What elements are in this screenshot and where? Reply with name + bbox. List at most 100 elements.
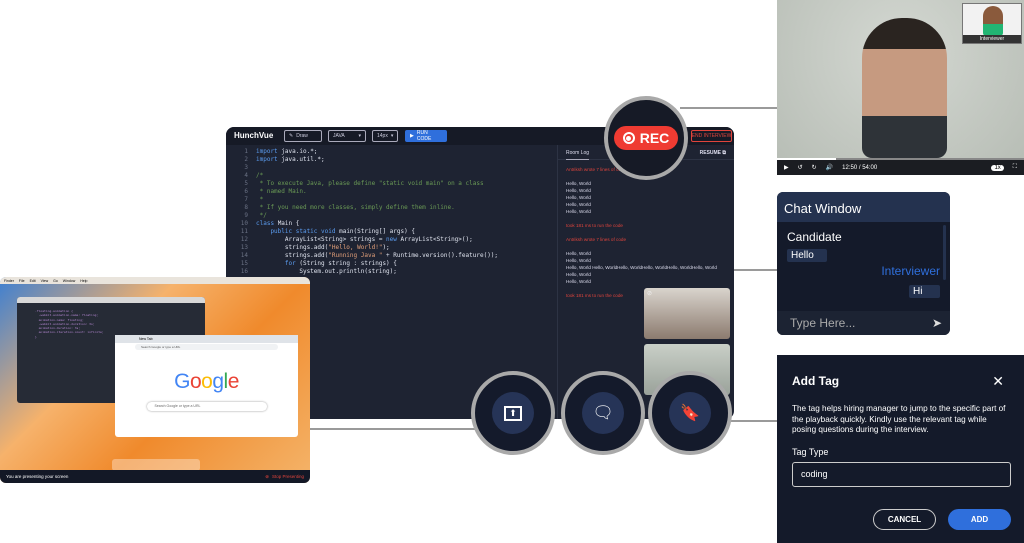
line-number: 16 <box>240 268 248 275</box>
video-player: Interviewer ▶↺↻🔊 12:50 / 54:00 1x ⛶ <box>777 0 1024 175</box>
browser-address-bar[interactable]: Search Google or type a URL <box>135 344 278 350</box>
pencil-icon: ✎ <box>289 133 294 139</box>
line-number: 9 <box>244 212 248 219</box>
mac-menu-item[interactable]: File <box>18 278 25 283</box>
rec-indicator[interactable]: REC <box>614 126 678 150</box>
fullscreen-icon[interactable]: ⛶ <box>1012 164 1017 170</box>
line-number: 10 <box>240 220 248 227</box>
interviewer-message: Hi <box>909 285 940 298</box>
log-entry: Hello, World <box>566 195 591 200</box>
log-entries: Antriksh wrote 7 lines of code Hello, Wo… <box>558 160 734 305</box>
video-controls: ▶↺↻🔊 12:50 / 54:00 1x ⛶ <box>777 160 1024 175</box>
add-tag-button[interactable]: 🔖 <box>669 392 711 434</box>
line-number: 5 <box>244 180 248 187</box>
mic-off-icon: ⊘ <box>647 291 653 297</box>
log-entry <box>566 215 726 222</box>
resume-button[interactable]: RESUME ⧉ <box>699 150 726 156</box>
log-entry: Hello, World <box>566 209 591 214</box>
mac-menu-item[interactable]: Finder <box>4 278 14 283</box>
end-interview-button[interactable]: END INTERVIEW <box>691 130 732 142</box>
language-select[interactable]: JAVA▾ <box>328 130 366 142</box>
line-number: 11 <box>240 228 248 235</box>
playback-speed-button[interactable]: 1x <box>991 164 1004 171</box>
log-entry: Hello, World <box>566 181 591 186</box>
dialog-title: Add Tag <box>792 374 840 388</box>
share-screen-button[interactable]: ⬆ <box>492 392 534 434</box>
line-number: 8 <box>244 204 248 211</box>
code-line: 4/* <box>232 172 498 180</box>
line-number: 1 <box>244 148 248 155</box>
browser-tab[interactable]: New Tab <box>115 335 298 343</box>
mac-menu-item[interactable]: Edit <box>29 278 36 283</box>
forward-icon[interactable]: ↻ <box>811 165 817 171</box>
play-icon[interactable]: ▶ <box>784 165 789 171</box>
log-entry: Hello, World <box>566 279 591 284</box>
share-screen-circle: ⬆ <box>471 371 555 455</box>
interviewer-label: Interviewer <box>881 264 940 278</box>
google-search-box[interactable]: Search Google or type a URL <box>147 402 267 411</box>
tab-room-log[interactable]: Room Log <box>566 150 590 160</box>
mac-dock <box>112 459 200 471</box>
mac-menu-item[interactable]: View <box>40 278 49 283</box>
log-entry: Hello, World <box>566 258 591 263</box>
mac-menu-item[interactable]: Window <box>62 278 76 283</box>
play-icon: ▶ <box>410 133 414 139</box>
line-number: 7 <box>244 196 248 203</box>
volume-icon[interactable]: 🔊 <box>825 165 834 171</box>
code-line: 14 strings.add("Running Java " + Runtime… <box>232 252 498 260</box>
cancel-button[interactable]: CANCEL <box>873 509 936 530</box>
video-thumbnail-candidate: ⊘ <box>644 288 730 339</box>
line-number: 13 <box>240 244 248 251</box>
connector-tag <box>730 420 777 422</box>
line-number: 2 <box>244 156 248 163</box>
code-line: 11 public static void main(String[] args… <box>232 228 498 236</box>
presenting-bar: You are presenting your screen ⊗Stop Pre… <box>0 470 310 483</box>
mac-menu-item[interactable]: Go <box>53 278 58 283</box>
logo: HunchVue <box>234 131 274 140</box>
code-line: 12 ArrayList<String> strings = new Array… <box>232 236 498 244</box>
video-progress-bar[interactable] <box>777 158 1024 160</box>
font-size-select[interactable]: 14px▾ <box>372 130 398 142</box>
draw-button[interactable]: ✎Draw <box>284 130 322 142</box>
chat-circle: 🗨 <box>561 371 645 455</box>
code-line: 6 * named Main. <box>232 188 498 196</box>
caret-down-icon: ▾ <box>358 133 361 139</box>
log-entry: Hello, World <box>566 272 591 277</box>
line-number: 3 <box>244 164 248 171</box>
line-number: 12 <box>240 236 248 243</box>
log-entry: took 181 ms to run the code <box>566 223 623 228</box>
google-logo: Google <box>174 370 239 393</box>
dialog-description: The tag helps hiring manager to jump to … <box>792 404 1006 434</box>
mac-menu-item[interactable]: Help <box>80 278 88 283</box>
stop-presenting-button[interactable]: ⊗Stop Presenting <box>265 473 304 480</box>
add-button[interactable]: ADD <box>948 509 1011 530</box>
chat-scrollbar[interactable] <box>943 225 946 280</box>
log-entry: Antriksh wrote 7 lines of code <box>566 237 627 242</box>
log-entry <box>566 229 726 236</box>
send-icon[interactable]: ➤ <box>931 316 942 330</box>
run-code-button[interactable]: ▶RUN CODE <box>405 130 447 142</box>
rec-magnifier: REC <box>604 96 688 180</box>
external-link-icon: ⧉ <box>722 150 726 156</box>
code-line: 15 for (String string : strings) { <box>232 260 498 268</box>
code-line: 16 System.out.println(string); <box>232 268 498 276</box>
line-number: 6 <box>244 188 248 195</box>
log-entry: Hello, World Hello, WorldHello, WorldHel… <box>566 265 717 270</box>
candidate-label: Candidate <box>787 230 842 244</box>
log-entry <box>566 243 726 250</box>
candidate-video <box>862 18 947 158</box>
chat-input[interactable]: Type Here... ➤ <box>777 311 950 335</box>
log-entry: Antriksh wrote 7 lines of code <box>566 167 627 172</box>
rewind-icon[interactable]: ↺ <box>797 165 803 171</box>
chat-window: Chat Window Candidate Hello Interviewer … <box>777 192 950 335</box>
close-icon[interactable]: ✕ <box>992 373 1004 389</box>
tag-type-input[interactable]: coding <box>792 462 1011 487</box>
screen-share-icon: ⬆ <box>504 405 522 421</box>
chat-button[interactable]: 🗨 <box>582 392 624 434</box>
code-line: 13 strings.add("Hello, World!"); <box>232 244 498 252</box>
line-number: 15 <box>240 260 248 267</box>
bookmark-add-icon: 🔖 <box>680 405 700 422</box>
